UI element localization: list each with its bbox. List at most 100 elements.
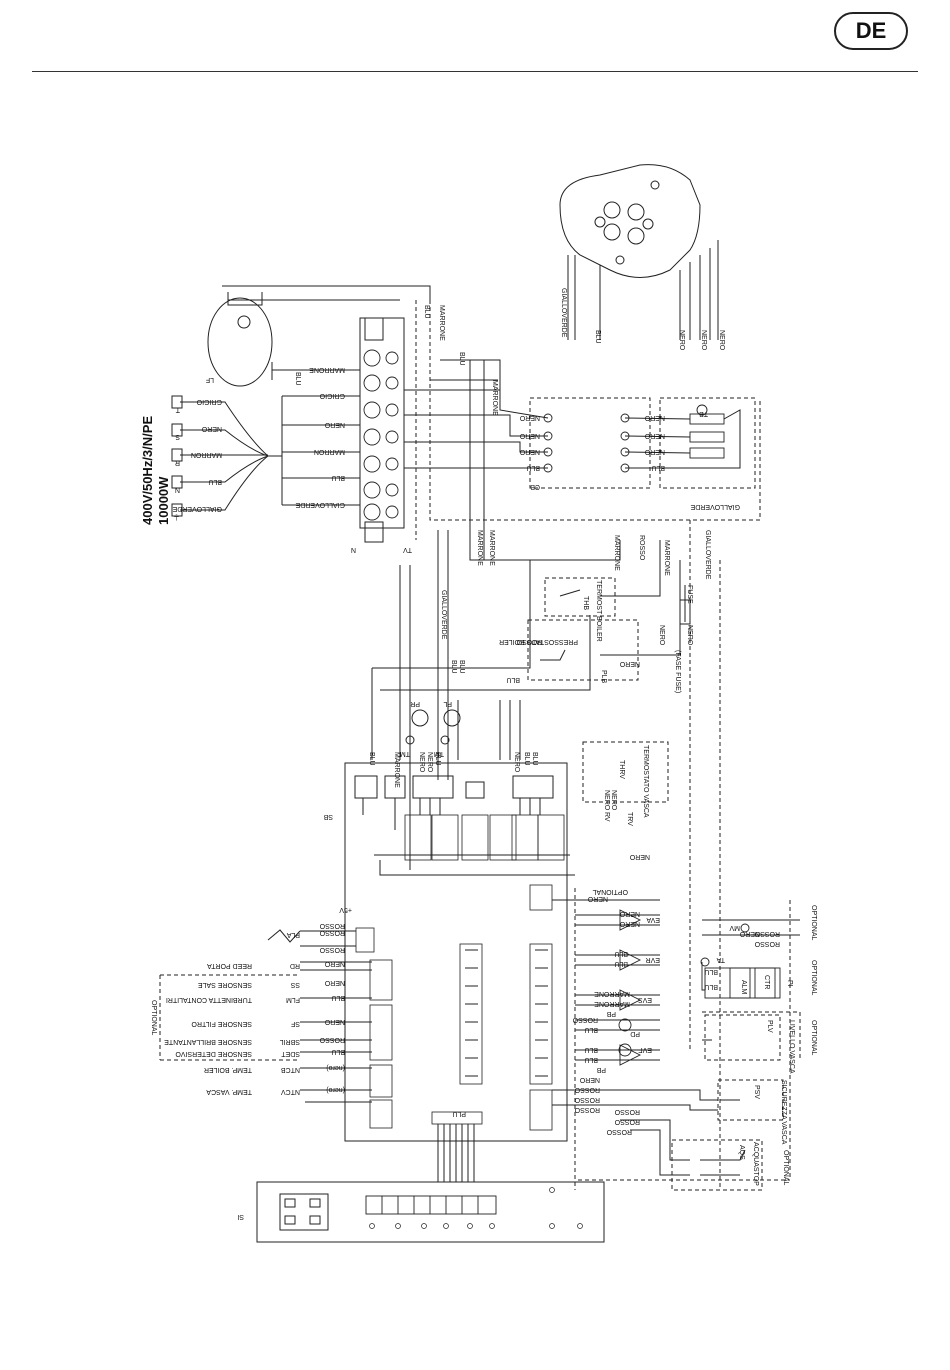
heater-wire-label-right: BLU (651, 464, 665, 471)
ctr-label: CTR (763, 975, 770, 989)
plus5v-label: +5V (339, 906, 352, 913)
header-rule (32, 71, 918, 72)
pi-label: PI (786, 980, 793, 987)
rosso-label-left: ROSSO (319, 922, 345, 929)
heater-wire-label: NERO (519, 432, 540, 439)
display-board (256, 1181, 605, 1243)
blu-label-board: BLU (434, 752, 441, 766)
pressostat-boiler-label: PRESSOSTATO BOILER (499, 638, 578, 645)
seven-segment-display (365, 1195, 497, 1215)
nero-label-rv2: NERO (610, 790, 617, 811)
pl-label: PL (443, 700, 452, 707)
evf-label: EVF (638, 1046, 652, 1053)
optional-label-left: OPTIONAL (150, 1000, 157, 1036)
sensor-color-label: BLU (331, 994, 345, 1001)
alm-label: ALM (740, 980, 747, 995)
gialloverde-label-vertical: GIALLOVERDE (704, 530, 711, 580)
pb-label: PB (606, 1010, 616, 1017)
sensor-name-label: SENSORE DETERSIVO (175, 1050, 252, 1057)
rosso-label-left: ROSSO (319, 946, 345, 953)
blu-label-right: BLU (531, 752, 538, 766)
marrone-label-fuse: MARRONE (663, 540, 670, 576)
svg-text:10000W: 10000W (156, 476, 171, 525)
sensor-name-label: TEMP. VASCA (206, 1088, 252, 1095)
si-label: SI (237, 1213, 244, 1220)
gialloverde-label-connector: GIALLOVERDE (560, 288, 567, 338)
sensor-code-label: SS (290, 981, 300, 988)
livello-vasca-label: LIVELLO VASCA (788, 1020, 795, 1074)
terminal-label: ⏚ (173, 513, 180, 521)
rosso-label-press: ROSSO (516, 638, 542, 645)
rosso-label-psv: ROSSO (606, 1128, 632, 1135)
terminal-label: N (175, 486, 180, 493)
nero-label-eva: NERO (619, 920, 640, 927)
gialloverde-label-center: GIALLOVERDE (440, 590, 447, 640)
thrv-label: THRV (618, 760, 625, 779)
feed-wire-label: GRIGIO (196, 398, 222, 405)
supply-spec: 400V/50Hz/3/N/PE 10000W (140, 416, 171, 525)
nero-label-pb: NERO (579, 1076, 600, 1083)
sensor-code-label: PLA (286, 931, 300, 938)
block-wire-label: BLU (331, 474, 345, 481)
fuse-label: FUSE (686, 585, 693, 604)
blu-label-right: BLU (523, 752, 530, 766)
svg-text:400V/50Hz/3/N/PE: 400V/50Hz/3/N/PE (140, 416, 155, 525)
marrone-label-boiler: MARRONE (613, 535, 620, 571)
ta-label: TA (716, 956, 725, 963)
sensor-code-label: FLM (286, 996, 300, 1003)
optional-label-aqs: OPTIONAL (782, 1150, 789, 1186)
sensor-code-label: SF (291, 1020, 300, 1027)
heater-wire-label-right: NERO (644, 414, 665, 421)
sensor-code-label: SBRIL (280, 1038, 300, 1045)
terminal-label: T (175, 406, 180, 413)
marrone-label-center: MARRONE (476, 530, 483, 566)
plv-label: PLV (766, 1020, 773, 1033)
rosso-label-psv: ROSSO (614, 1118, 640, 1125)
acquastop-label: ACQUASTOP (752, 1142, 759, 1186)
block-wire-label: NERO (324, 421, 345, 428)
pd-label: PD (630, 1030, 640, 1037)
feed-wire-label: NERO (201, 425, 222, 432)
blu-label-mid: BLU (450, 660, 457, 674)
blu-label-alm: BLU (704, 983, 718, 990)
sensor-color-label: ROSSO (319, 1036, 345, 1043)
blu-label-top: BLU (423, 305, 430, 319)
pr-label: PR (410, 700, 420, 707)
tb-label: TB (699, 410, 708, 417)
nero-label-valve: NERO (587, 895, 608, 902)
blu-label: BLU (458, 352, 465, 366)
plb-label: PLB (600, 670, 607, 684)
blu-label-evf: BLU (584, 1056, 598, 1063)
rosso-label-mv: ROSSO (754, 930, 780, 937)
pb-label-2: PB (596, 1066, 606, 1073)
blu-label-alm: BLU (704, 968, 718, 975)
trv-label: TRV (626, 812, 633, 826)
terminal-block (359, 317, 405, 543)
terminal-label: R (175, 459, 180, 466)
evs-label: EVS (638, 996, 652, 1003)
marrone-label-evs: MARRONE (594, 1000, 630, 1007)
nero-label-rv: NERO (603, 790, 610, 811)
sensor-color-label: (nero) (326, 1086, 345, 1093)
sensor-code-label: NTCV (281, 1088, 300, 1095)
nero-label-press: NERO (619, 660, 640, 667)
optional-label-alm: OPTIONAL (810, 960, 817, 996)
mv-label: MV (729, 924, 740, 931)
rosso-label-boiler: ROSSO (638, 535, 645, 561)
termostato-vasca-label: TERMOSTATO VASCA (642, 745, 649, 818)
heater-wire-label: NERO (519, 448, 540, 455)
nero-label-board: NERO (426, 752, 433, 773)
power-connector (559, 164, 701, 278)
sensor-color-label: NERO (324, 1018, 345, 1025)
block-wire-label: GRIGIO (319, 392, 345, 399)
marrone-label-evs: MARRONE (594, 990, 630, 997)
rosso-label-pb2: ROSSO (574, 1086, 600, 1093)
rosso-label-pb2: ROSSO (574, 1106, 600, 1113)
sensor-color-label: (nero) (326, 1064, 345, 1071)
sicurezza-vasca-label: SICUREZZA VASCA (780, 1080, 787, 1145)
sensor-color-label: NERO (324, 960, 345, 967)
sensor-code-label: RD (290, 962, 300, 969)
tm-label: TM (400, 750, 410, 757)
block-wire-label: MARRON (314, 448, 345, 455)
